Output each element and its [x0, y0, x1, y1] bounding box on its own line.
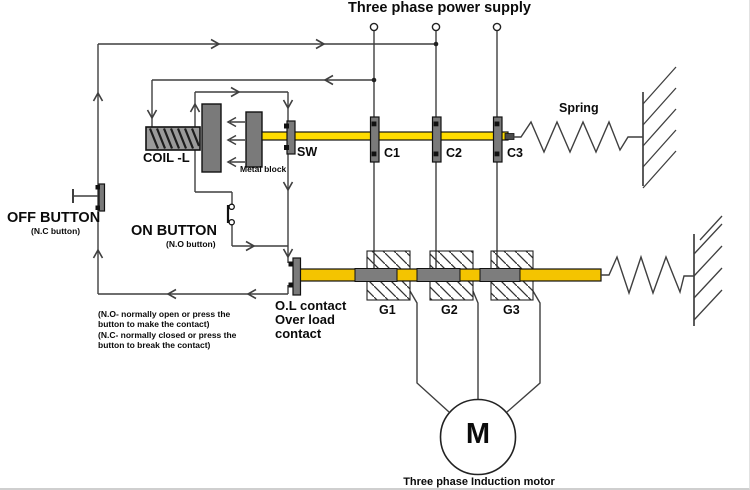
- off-button-sublabel: (N.C button): [31, 226, 81, 236]
- g2-label: G2: [441, 303, 458, 317]
- lower-wall: [693, 215, 723, 326]
- g1-label: G1: [379, 303, 396, 317]
- diagram-title: Three phase power supply: [348, 0, 531, 16]
- upper-wall: [642, 66, 677, 189]
- ol-contact-plate: [288, 257, 302, 296]
- flow-arrows: [92, 38, 334, 300]
- metal-block: [245, 111, 263, 168]
- c3-label: C3: [507, 146, 523, 160]
- note-line-2: button to make the contact): [98, 319, 210, 329]
- metal-block-label: Metal block: [240, 164, 287, 174]
- overload-rod: [299, 268, 602, 282]
- ol-contact-label-2: Over load: [275, 312, 335, 327]
- c2-contact-plate: [431, 116, 442, 163]
- c3-contact-plate: [492, 116, 503, 163]
- upper-spring: [513, 120, 643, 154]
- motor-wire-2: [472, 290, 479, 399]
- motor-wire-1: [409, 290, 450, 413]
- on-button-switch: [226, 203, 235, 226]
- sw-label: SW: [297, 145, 318, 159]
- coil-block: [145, 126, 201, 151]
- c1-contact-plate: [369, 116, 380, 163]
- terminal-3: [492, 22, 502, 32]
- c2-label: C2: [446, 146, 462, 160]
- spring-label: Spring: [559, 101, 599, 115]
- motor-wire-3: [506, 290, 541, 413]
- terminal-2: [431, 22, 441, 32]
- note-line-3: (N.C- normally closed or press the: [98, 330, 237, 340]
- ol-contact-label-3: contact: [275, 326, 322, 341]
- motor-letter: M: [465, 418, 491, 450]
- motor-caption: Three phase Induction motor: [403, 476, 555, 488]
- terminal-1: [369, 22, 379, 32]
- g1-box: [366, 250, 411, 301]
- off-button-plate: [95, 183, 106, 212]
- metal-block-arrows: [226, 116, 245, 168]
- coil-hatching: [148, 128, 201, 149]
- contactor-rod: [261, 131, 509, 141]
- rod-tip: [504, 133, 515, 140]
- lower-spring: [601, 254, 694, 296]
- note-line-4: button to break the contact): [98, 340, 211, 350]
- on-button-label: ON BUTTON: [131, 223, 217, 239]
- g3-box: [490, 250, 534, 301]
- on-button-sublabel: (N.O button): [166, 239, 216, 249]
- plunger-block: [201, 103, 222, 173]
- motor-circle: [439, 398, 517, 476]
- ol-contact-label-1: O.L contact: [275, 298, 347, 313]
- g3-label: G3: [503, 303, 520, 317]
- coil-label: COIL -L: [143, 150, 190, 165]
- junction-dots: [371, 41, 439, 83]
- sw-contact-plate: [284, 120, 296, 155]
- supply-terminals: [369, 22, 502, 32]
- off-button-label: OFF BUTTON: [7, 210, 101, 226]
- wire-network: [72, 31, 541, 413]
- note-line-1: (N.O- normally open or press the: [98, 309, 231, 319]
- c1-label: C1: [384, 146, 400, 160]
